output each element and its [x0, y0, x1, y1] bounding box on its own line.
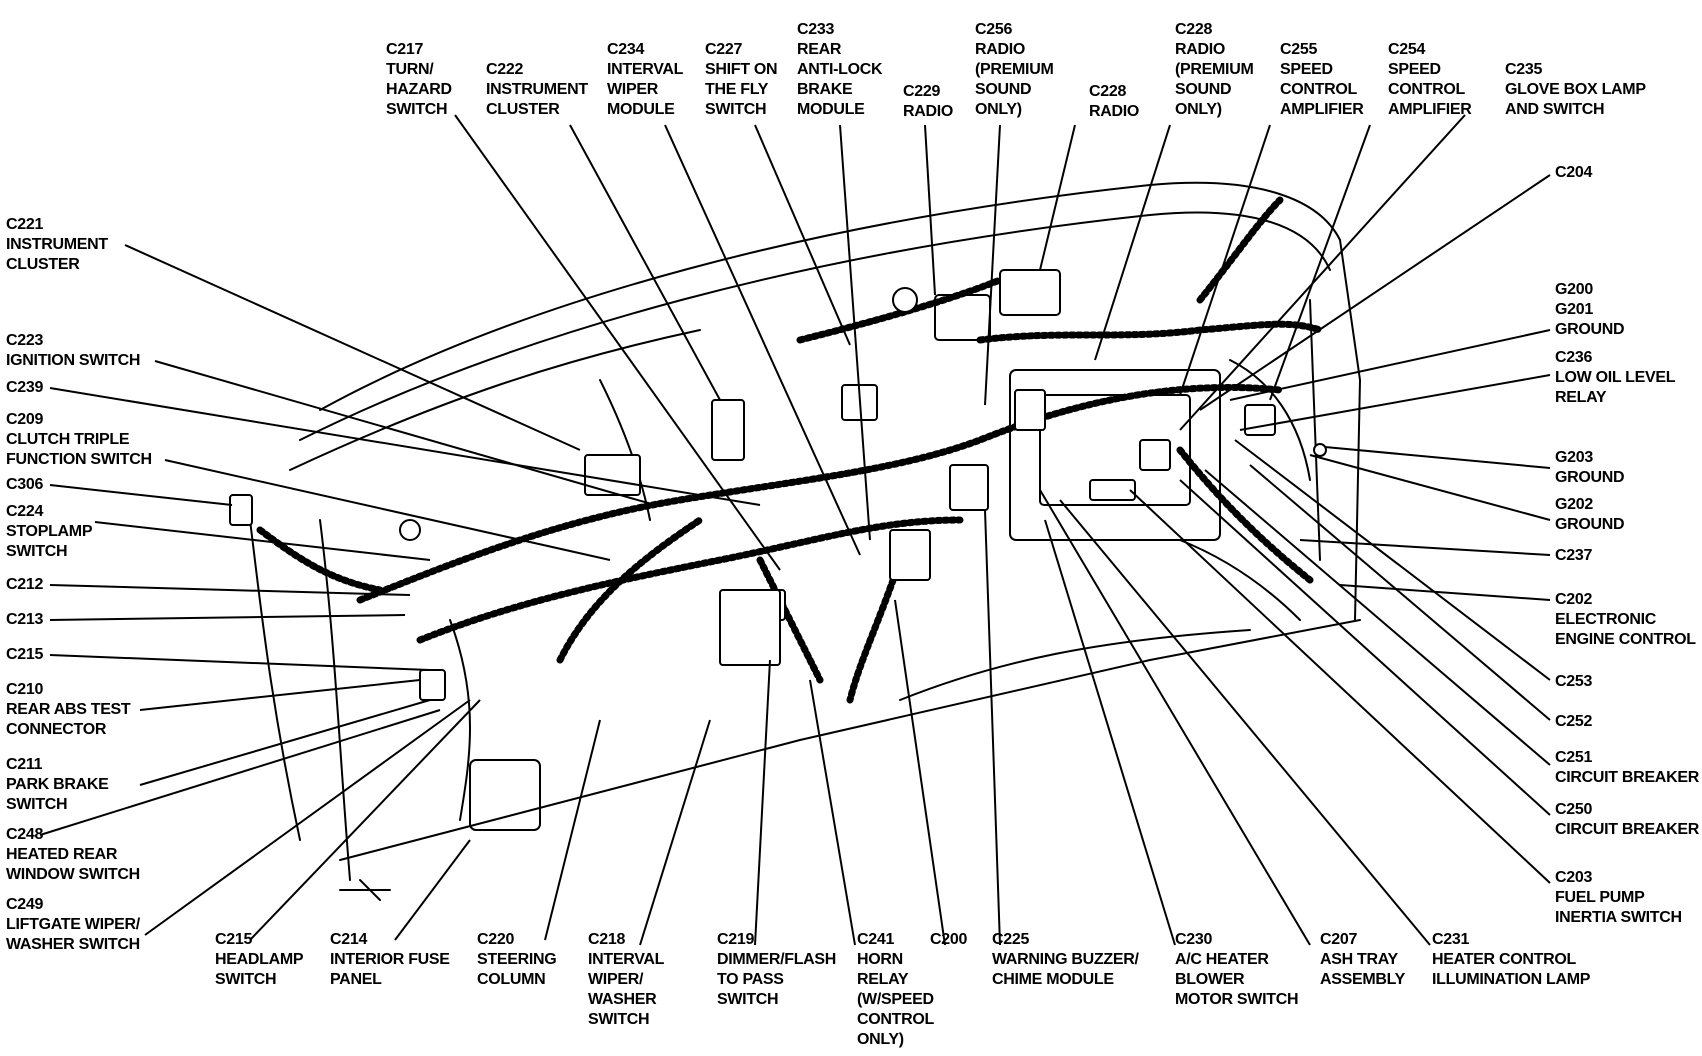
- callout-c230: C230 A/C HEATER BLOWER MOTOR SWITCH: [1175, 931, 1299, 1008]
- callout-c227: C227 SHIFT ON THE FLY SWITCH: [705, 41, 778, 118]
- callout-c241: C241 HORN RELAY (W/SPEED CONTROL ONLY): [857, 931, 935, 1048]
- callout-c228-radio: C228 RADIO: [1089, 83, 1140, 120]
- callout-c251: C251 CIRCUIT BREAKER: [1555, 749, 1699, 786]
- callout-c219: C219 DIMMER/FLASH TO PASS SWITCH: [717, 931, 837, 1008]
- callout-c236: C236 LOW OIL LEVEL RELAY: [1555, 349, 1676, 406]
- callout-c204: C204: [1555, 164, 1593, 181]
- callout-c229: C229 RADIO: [903, 83, 954, 120]
- callout-c212: C212: [6, 576, 44, 593]
- callout-c249: C249 LIFTGATE WIPER/ WASHER SWITCH: [6, 896, 140, 953]
- callout-c231: C231 HEATER CONTROL ILLUMINATION LAMP: [1432, 931, 1591, 988]
- callout-g200-g201: G200 G201 GROUND: [1555, 281, 1625, 338]
- callout-c209: C209 CLUTCH TRIPLE FUNCTION SWITCH: [6, 411, 152, 468]
- callout-c253: C253: [1555, 673, 1593, 690]
- callout-c306: C306: [6, 476, 44, 493]
- callout-c217: C217 TURN/ HAZARD SWITCH: [386, 41, 452, 118]
- callout-c210: C210 REAR ABS TEST CONNECTOR: [6, 681, 131, 738]
- callout-c221: C221 INSTRUMENT CLUSTER: [6, 216, 108, 273]
- callout-c211: C211 PARK BRAKE SWITCH: [6, 756, 109, 813]
- callout-c235: C235 GLOVE BOX LAMP AND SWITCH: [1505, 61, 1646, 118]
- callout-c215: C215: [6, 646, 44, 663]
- callout-c218: C218 INTERVAL WIPER/ WASHER SWITCH: [588, 931, 665, 1028]
- callout-c254: C254 SPEED CONTROL AMPLIFIER: [1388, 41, 1472, 118]
- callout-c234: C234 INTERVAL WIPER MODULE: [607, 41, 684, 118]
- callout-c248: C248 HEATED REAR WINDOW SWITCH: [6, 826, 140, 883]
- callout-c200: C200: [930, 931, 968, 948]
- callout-c214: C214 INTERIOR FUSE PANEL: [330, 931, 450, 988]
- callout-c223: C223 IGNITION SWITCH: [6, 332, 141, 369]
- callout-c202: C202 ELECTRONIC ENGINE CONTROL: [1555, 591, 1696, 648]
- callout-c215-headlamp: C215 HEADLAMP SWITCH: [215, 931, 304, 988]
- callout-c228-premium: C228 RADIO (PREMIUM SOUND ONLY): [1175, 21, 1254, 118]
- callout-c256: C256 RADIO (PREMIUM SOUND ONLY): [975, 21, 1054, 118]
- callout-c237: C237: [1555, 547, 1593, 564]
- callout-g202: G202 GROUND: [1555, 496, 1625, 533]
- callout-c213: C213: [6, 611, 44, 628]
- callout-c233: C233 REAR ANTI-LOCK BRAKE MODULE: [797, 21, 883, 118]
- callout-c250: C250 CIRCUIT BREAKER: [1555, 801, 1699, 838]
- callout-c207: C207 ASH TRAY ASSEMBLY: [1320, 931, 1406, 988]
- callout-g203: G203 GROUND: [1555, 449, 1625, 486]
- callout-c239: C239: [6, 379, 44, 396]
- callout-c224: C224 STOPLAMP SWITCH: [6, 503, 93, 560]
- callout-c255: C255 SPEED CONTROL AMPLIFIER: [1280, 41, 1364, 118]
- callout-c225: C225 WARNING BUZZER/ CHIME MODULE: [992, 931, 1139, 988]
- callout-c203: C203 FUEL PUMP INERTIA SWITCH: [1555, 869, 1682, 926]
- callout-c220: C220 STEERING COLUMN: [477, 931, 557, 988]
- callout-c252: C252: [1555, 713, 1593, 730]
- callout-c222: C222 INSTRUMENT CLUSTER: [486, 61, 588, 118]
